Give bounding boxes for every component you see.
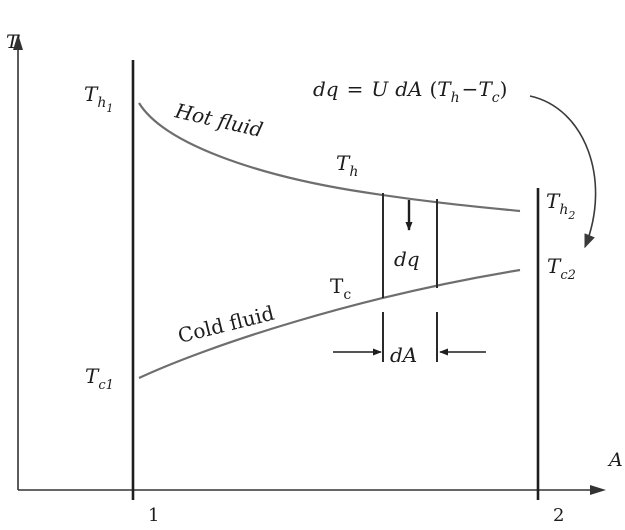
area-element-label: dA bbox=[390, 343, 417, 367]
hot-curve-label: Th bbox=[336, 151, 358, 180]
x-axis-label: A bbox=[607, 449, 623, 471]
y-axis-label: T bbox=[6, 31, 20, 53]
hot-fluid-curve bbox=[138, 102, 521, 213]
hot-outlet-label: Th2 bbox=[546, 189, 575, 222]
hot-inlet-label: Th1 bbox=[84, 82, 113, 115]
x-tick-2: 2 bbox=[553, 505, 564, 526]
x-axis-arrowhead bbox=[590, 485, 606, 495]
hot-fluid-label: Hot fluid bbox=[172, 98, 265, 142]
cold-inlet-label: Tc1 bbox=[85, 364, 114, 393]
y-axis-arrowhead bbox=[13, 34, 23, 50]
x-tick-1: 1 bbox=[148, 505, 159, 526]
equation-pointer-arrow bbox=[529, 95, 597, 249]
cold-fluid-curve bbox=[138, 268, 521, 379]
cold-outlet-label: Tc2 bbox=[547, 254, 576, 283]
heat-element-label: dq bbox=[394, 247, 420, 271]
cold-fluid-label: Cold fluid bbox=[175, 301, 276, 348]
cold-curve-label: Tc bbox=[330, 274, 351, 303]
